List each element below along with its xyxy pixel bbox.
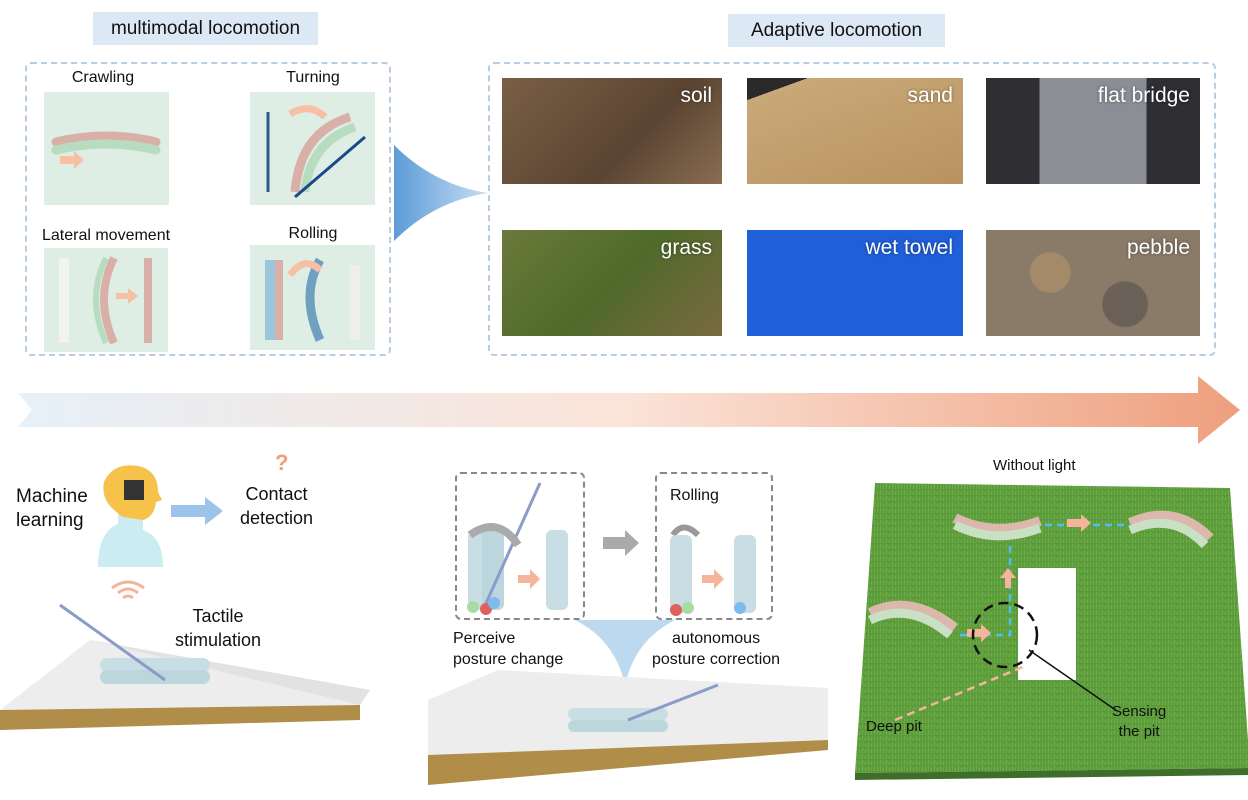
ml-label: Machine learning <box>16 485 88 533</box>
without-light-title: Without light <box>993 457 1076 474</box>
terrain-soil: soil <box>502 78 722 184</box>
terrain-sand: sand <box>747 78 963 184</box>
multimodal-locomotion-title: multimodal locomotion <box>93 12 318 45</box>
terrain-pebble: pebble <box>986 230 1200 336</box>
head-chip-icon <box>98 465 163 567</box>
adaptive-locomotion-title: Adaptive locomotion <box>728 14 945 47</box>
terrain-wet-towel: wet towel <box>747 230 963 336</box>
adaptive-panel <box>488 62 1216 356</box>
terrain-label-sand: sand <box>907 84 953 107</box>
tactile-stimulation-label: Tactile stimulation <box>175 604 261 652</box>
ml-line2: learning <box>16 510 84 531</box>
correction-rods <box>670 524 756 616</box>
sensing-line2: the pit <box>1118 723 1160 740</box>
wifi-signal-icon <box>111 580 145 600</box>
terrain-label-soil: soil <box>680 84 712 107</box>
perceive-rods <box>467 482 568 615</box>
question-icon: ? <box>275 450 289 475</box>
ml-line1: Machine <box>16 486 88 507</box>
autonomous-label: autonomous posture correction <box>652 628 780 670</box>
terrain-label-grass: grass <box>660 236 712 259</box>
rolling-image <box>250 245 375 350</box>
contact-detection-label: Contact detection <box>240 482 313 530</box>
rolling-label: Rolling <box>670 487 719 504</box>
mode-label-crawling: Crawling <box>71 69 135 86</box>
auto-line1: autonomous <box>672 630 761 647</box>
terrain-grass: grass <box>502 230 722 336</box>
perceive-line1: Perceive <box>453 630 516 647</box>
funnel-arrow <box>394 145 488 241</box>
tactile-platform <box>0 603 370 730</box>
sensing-line1: Sensing <box>1112 703 1167 720</box>
correction-box <box>655 472 773 620</box>
progress-arrow <box>18 376 1240 444</box>
correction-platform <box>428 670 828 785</box>
arrow-right-icon <box>171 497 223 525</box>
terrain-label-wet-towel: wet towel <box>865 236 953 259</box>
tactile-line2: stimulation <box>175 630 262 650</box>
mode-label-turning: Turning <box>286 69 340 86</box>
deep-pit-label: Deep pit <box>866 718 922 735</box>
grass-field-scene <box>855 483 1248 780</box>
arrow-right-gray-icon <box>603 530 639 556</box>
terrain-label-pebble: pebble <box>1126 236 1190 259</box>
tactile-line1: Tactile <box>192 606 244 626</box>
mode-label-lateral: Lateral movement <box>41 227 171 244</box>
auto-line2: posture correction <box>652 651 781 668</box>
mode-label-rolling: Rolling <box>288 225 338 242</box>
funnel-down-arrow <box>575 620 675 685</box>
perceive-label: Perceive posture change <box>453 628 563 670</box>
perceive-box <box>455 472 585 620</box>
lateral-movement-image <box>44 248 168 352</box>
turning-image <box>250 92 375 205</box>
contact-line2: detection <box>240 508 314 528</box>
terrain-label-flat-bridge: flat bridge <box>1097 84 1190 107</box>
perceive-line2: posture change <box>453 651 564 668</box>
contact-line1: Contact <box>245 484 308 504</box>
terrain-flat-bridge: flat bridge <box>986 78 1200 184</box>
multimodal-panel <box>25 62 391 356</box>
crawling-image <box>44 92 169 205</box>
sensing-pit-label: Sensing the pit <box>1112 702 1166 742</box>
